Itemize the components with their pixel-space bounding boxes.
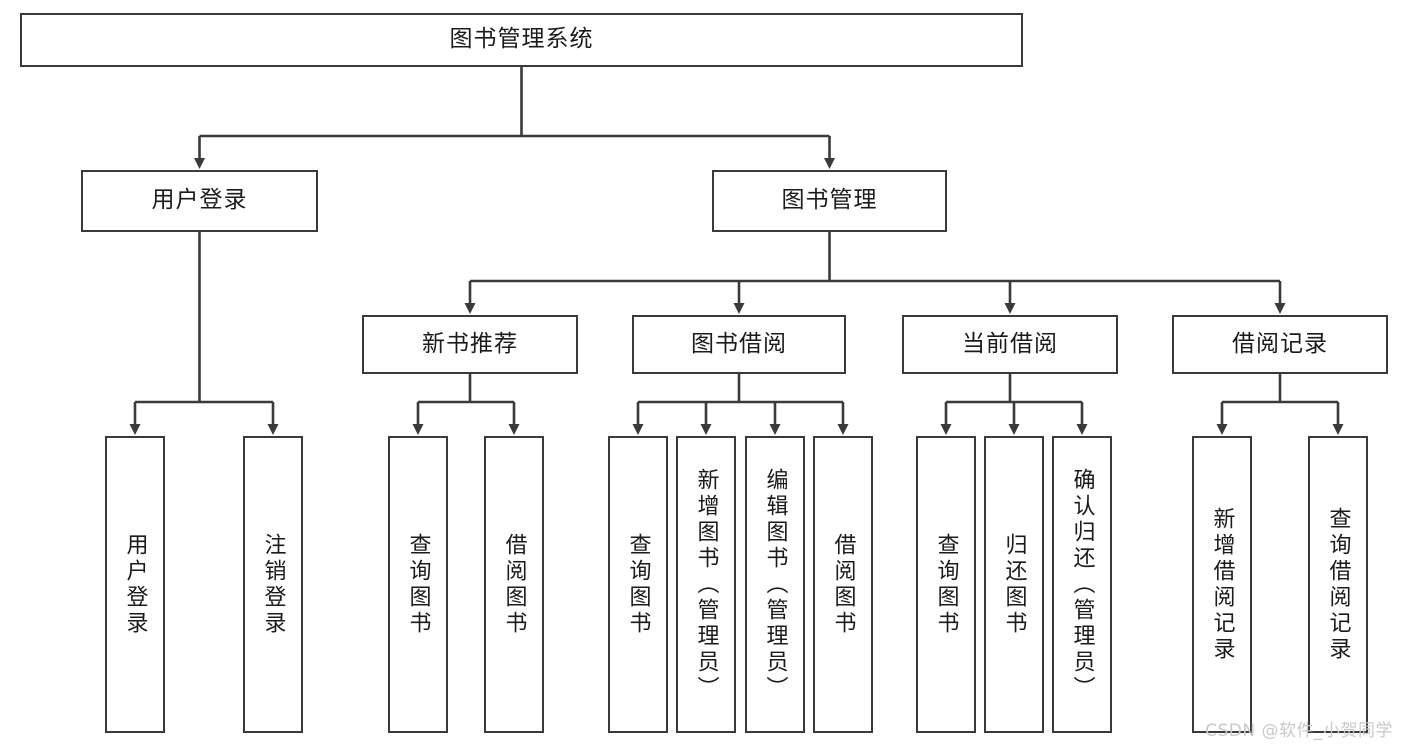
node-book-borrow[interactable]: 图书借阅: [632, 315, 846, 374]
leaf-confirm-return-admin[interactable]: 确认归还（管理员）: [1052, 436, 1112, 733]
leaf-user-login[interactable]: 用户登录: [105, 436, 165, 733]
leaf-logout[interactable]: 注销登录: [243, 436, 303, 733]
leaf-return-book[interactable]: 归还图书: [984, 436, 1044, 733]
leaf-borrow-book-recommend[interactable]: 借阅图书: [484, 436, 544, 733]
leaf-query-book-current[interactable]: 查询图书: [916, 436, 976, 733]
leaf-query-book-borrow[interactable]: 查询图书: [608, 436, 668, 733]
leaf-edit-book-admin[interactable]: 编辑图书（管理员）: [745, 436, 805, 733]
node-user-login[interactable]: 用户登录: [81, 170, 318, 232]
node-current-borrow[interactable]: 当前借阅: [902, 315, 1118, 374]
leaf-query-book-recommend[interactable]: 查询图书: [388, 436, 448, 733]
leaf-add-book-admin[interactable]: 新增图书（管理员）: [676, 436, 736, 733]
leaf-query-borrow-record[interactable]: 查询借阅记录: [1308, 436, 1368, 733]
node-book-manage[interactable]: 图书管理: [712, 170, 947, 232]
node-borrow-record[interactable]: 借阅记录: [1172, 315, 1388, 374]
node-new-book-recommend[interactable]: 新书推荐: [362, 315, 578, 374]
leaf-add-borrow-record[interactable]: 新增借阅记录: [1192, 436, 1252, 733]
node-root[interactable]: 图书管理系统: [20, 13, 1023, 67]
leaf-borrow-book[interactable]: 借阅图书: [813, 436, 873, 733]
